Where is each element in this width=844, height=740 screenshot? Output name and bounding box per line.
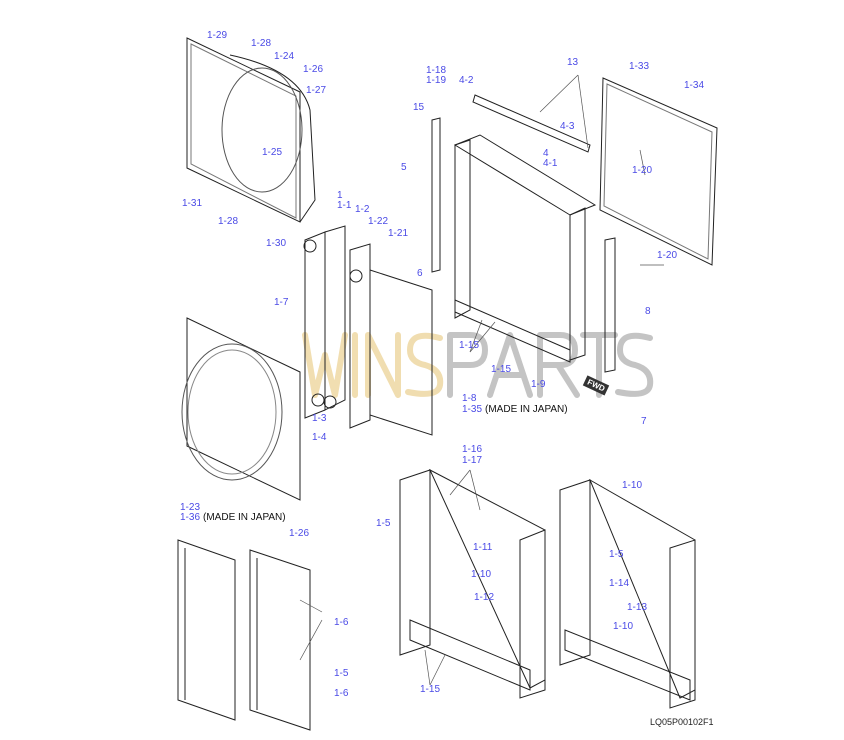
callout-label: 1-1 [337,200,352,211]
callout-label: 1-24 [274,51,295,62]
fan-shroud-upper [186,37,316,223]
callout-label: 1-29 [207,30,228,41]
frame-upper [431,94,616,373]
leader-lines [299,74,664,686]
callout-label: 1-15 [459,340,480,351]
callout-label: 1-8 [462,393,477,404]
callout-label: 1-17 [462,455,483,466]
part-number: 1-36 [180,512,201,523]
callout-label: 1-6 [334,617,349,628]
callout-label: 1-12 [474,592,495,603]
callout-label: 1-22 [368,216,389,227]
frame-lower-right [559,478,696,709]
callout-label: 4-2 [459,75,474,86]
origin-note: (MADE IN JAPAN) [203,512,286,523]
callout-label: 1-2 [355,204,370,215]
screen-panel [599,77,718,266]
callout-label: 1-23 [180,502,201,513]
callout-label: 15 [413,102,425,113]
callout-label: 6 [417,268,423,279]
callout-label: 4-1 [543,158,558,169]
callout-label: 1-25 [262,147,283,158]
callout-label: 1-20 [632,165,653,176]
callout-label: 7 [641,416,647,427]
callout-label: 1-20 [657,250,678,261]
callout-label: 1-5 [334,668,349,679]
callout-label: 1-18 [426,65,447,76]
callout-label: 1-5 [376,518,391,529]
callout-label: 1-10 [622,480,643,491]
part-number: 1-35 [462,404,483,415]
radiator-assembly [303,225,433,436]
callout-label: 1-35(MADE IN JAPAN) [462,405,568,415]
callout-label: 1-11 [473,542,493,553]
callout-label: 1-9 [531,379,546,390]
callout-label: 1 [337,190,343,201]
origin-note: (MADE IN JAPAN) [485,404,568,415]
callout-label: 1-33 [629,61,650,72]
callout-label: 1-26 [303,64,324,75]
drawing-code: LQ05P00102F1 [650,717,714,727]
callout-label: 13 [567,57,579,68]
callout-label: 1-36(MADE IN JAPAN) [180,513,286,523]
callout-label: 1-5 [609,549,624,560]
callout-label: 1-13 [627,602,648,613]
callout-label: 1-28 [218,216,239,227]
callout-label: 1-14 [609,578,630,589]
callout-label: 1-31 [182,198,203,209]
callout-label: 1-19 [426,75,447,86]
callout-label: 8 [645,306,651,317]
callout-label: 1-15 [420,684,441,695]
callout-label: 1-3 [312,413,327,424]
callout-label: 1-10 [471,569,492,580]
callout-label: 1-10 [613,621,634,632]
callout-label: 1-30 [266,238,287,249]
callout-label: 1-28 [251,38,272,49]
callout-label: 4 [543,148,549,159]
frame-lower-left [399,468,546,699]
callout-label: 5 [401,162,407,173]
callout-label: 1-26 [289,528,310,539]
callout-label: 1-16 [462,444,483,455]
callout-label: 1-15 [491,364,512,375]
callout-label: 1-4 [312,432,327,443]
callout-label: 1-27 [306,85,327,96]
callout-label: 1-7 [274,297,289,308]
callout-label: 1-6 [334,688,349,699]
radiator-cores-bottom [177,539,311,731]
callout-label: 4-3 [560,121,575,132]
callout-label: 1-34 [684,80,705,91]
callout-label: 1-21 [388,228,409,239]
fan-shroud-lower [181,317,301,501]
